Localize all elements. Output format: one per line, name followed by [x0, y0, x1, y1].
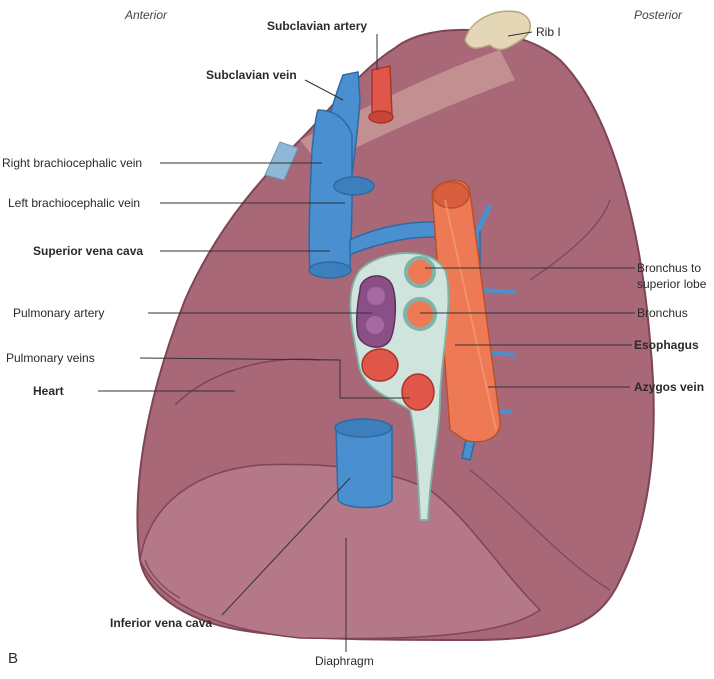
- anterior-label: Anterior: [125, 8, 168, 22]
- figure-letter: B: [8, 650, 19, 667]
- pulmonary-artery-label: Pulmonary artery: [13, 306, 105, 320]
- pulmonary-veins-label: Pulmonary veins: [6, 351, 95, 365]
- azygos-vein-label: Azygos vein: [634, 380, 705, 394]
- subclavian-vein-label: Subclavian vein: [206, 68, 297, 82]
- superior-vena-cava-label: Superior vena cava: [33, 244, 144, 258]
- pulmonary-artery-shape: [356, 275, 397, 348]
- inferior-vena-cava-label: Inferior vena cava: [110, 616, 213, 630]
- diaphragm-label: Diaphragm: [315, 654, 374, 668]
- bronchus-superior-lobe-label-line2: superior lobe: [637, 277, 707, 291]
- costal-cartilage: [264, 141, 299, 181]
- rib-i-label: Rib I: [536, 25, 561, 39]
- heart-label: Heart: [33, 384, 64, 398]
- lung-posterior-fissure: [529, 199, 611, 281]
- posterior-label: Posterior: [634, 8, 683, 22]
- subclavian-artery-shape: [371, 65, 393, 119]
- right-brachiocephalic-vein-label: Right brachiocephalic vein: [2, 156, 143, 170]
- inferior-vena-cava-shape: [335, 425, 393, 509]
- rib-i: [464, 10, 531, 51]
- bronchus-superior-lobe-label-line1: Bronchus to: [637, 261, 702, 275]
- left-brachiocephalic-vein-label: Left brachiocephalic vein: [8, 196, 141, 210]
- subclavian-artery-label: Subclavian artery: [267, 19, 368, 33]
- esophagus-label: Esophagus: [634, 338, 699, 352]
- bronchus-label: Bronchus: [637, 306, 688, 320]
- leader-lines: [98, 31, 635, 652]
